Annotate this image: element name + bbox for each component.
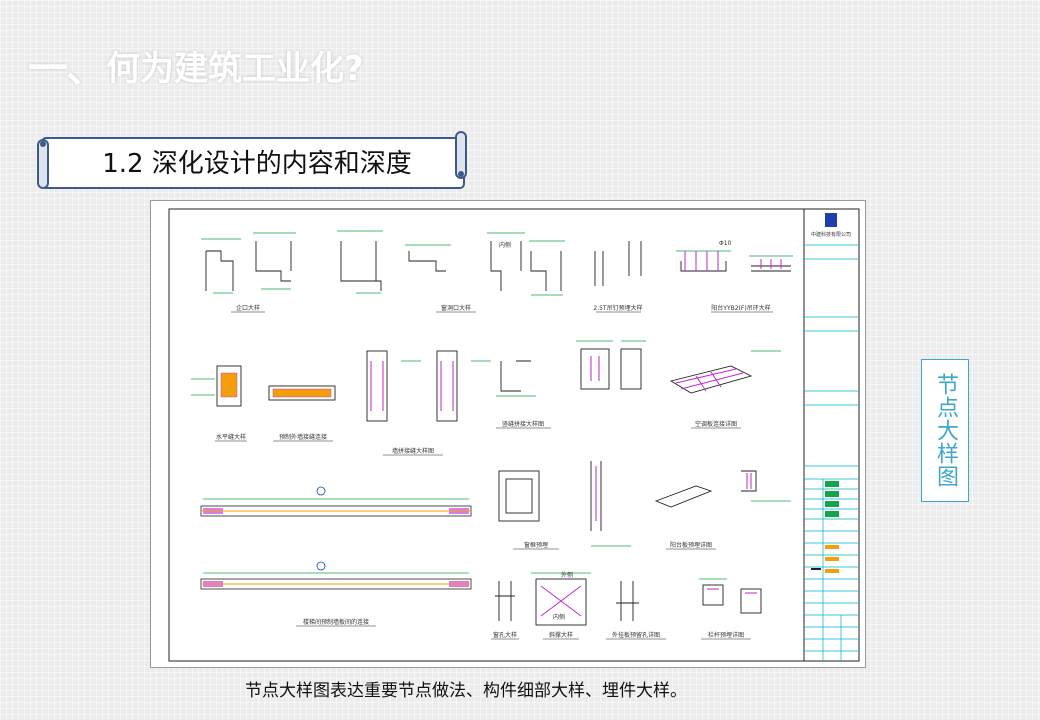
row-1-dims [201,230,793,296]
label-i: 空调板连接详图 [695,420,737,428]
caption: 节点大样图表达重要节点做法、构件细部大样、埋件大样。 [245,681,687,701]
label-f: 预制外墙接缝连接 [279,433,327,441]
page-header: 一、 何为建筑工业化? [28,40,364,92]
phi-note: Φ10 [719,240,732,247]
label-k: 阳台板预埋详图 [670,541,712,549]
header-number: 一、 [28,46,106,92]
drawing-canvas: 中建科技有限公司 [168,208,860,662]
section-title-banner: 1.2 深化设计的内容和深度 [36,130,468,192]
label-e: 水平缝大样 [216,433,246,441]
label-o: 外挂板预留孔详图 [612,631,660,639]
label-a: 企口大样 [236,304,260,312]
inner-note-2: 内侧 [553,613,565,621]
label-c: 2.5T吊钉预埋大样 [593,304,642,312]
row-3-details [498,461,757,531]
label-n: 斜撑大样 [549,631,573,639]
inner-note-1: 内侧 [499,241,511,249]
wall-strip-1 [200,486,472,517]
side-label-box: 节点大样图 [921,359,969,502]
wall-strip-2 [200,561,472,590]
scroll-banner-shape [37,131,467,189]
label-h: 竖缝拼接大样图 [502,420,544,428]
title-block [804,244,859,661]
label-g: 墙拼接缝大样图 [392,447,434,455]
side-label-text: 节点大样图 [933,373,958,488]
label-d: 阳台YYB2(F)吊环大样 [711,304,770,312]
label-m: 窗孔大样 [493,631,517,639]
label-l: 楼梯间预制墙板间的连接 [303,618,369,626]
company-logo-icon [825,213,837,227]
header-title: 何为建筑工业化? [106,48,364,89]
row-4-details [495,578,762,626]
label-j: 窗框预埋 [524,541,548,549]
section-title: 1.2 深化设计的内容和深度 [102,148,412,179]
row-2-details [216,348,753,422]
label-b: 窗洞口大样 [441,304,471,312]
label-p: 栏杆预埋详图 [708,631,744,639]
logo-text: 中建科技有限公司 [811,231,851,238]
outer-note: 外侧 [561,571,573,579]
cad-detail-drawing: 中建科技有限公司 [150,200,866,668]
